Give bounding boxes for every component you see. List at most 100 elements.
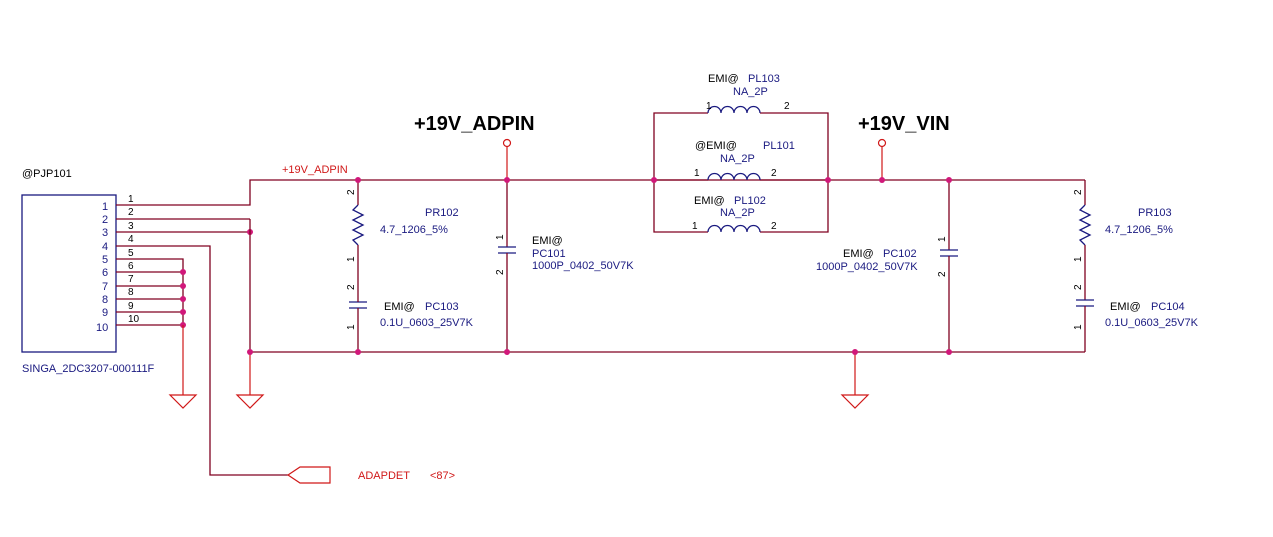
adpin-test-point <box>502 138 512 148</box>
pc103-value: 0.1U_0603_25V7K <box>380 317 474 329</box>
pc101-value: 1000P_0402_50V7K <box>532 260 634 272</box>
junction-dot <box>180 296 186 302</box>
junction-dot <box>946 349 952 355</box>
pin-number: 9 <box>102 307 108 319</box>
pl102-right-wire <box>760 180 829 233</box>
adapdet-page-ref: <87> <box>430 470 455 482</box>
pc101-pin-top: 1 <box>495 234 506 240</box>
pl102-pin1: 1 <box>692 221 698 232</box>
pc101-ref: PC101 <box>532 248 566 260</box>
vin-test-point <box>877 138 887 148</box>
rail-junctions <box>247 177 952 355</box>
pc102-ref: PC102 <box>883 248 917 260</box>
pc103-ref: PC103 <box>425 301 459 313</box>
pr103-resistor <box>1078 204 1092 246</box>
pc104-pin-top: 2 <box>1073 284 1084 290</box>
pr103-ref: PR103 <box>1138 207 1172 219</box>
pc101-pin-bottom: 2 <box>495 269 506 275</box>
pc104-prefix: EMI@ <box>1110 301 1141 313</box>
pc103-pin-bottom: 1 <box>346 324 357 330</box>
wire-pin4-adapdet <box>116 245 288 476</box>
net-label-adpin-wire: +19V_ADPIN <box>282 164 348 176</box>
junction-dot <box>852 349 858 355</box>
pin-number: 4 <box>102 241 108 253</box>
wire-number: 7 <box>128 274 134 285</box>
pc102-pin-bottom: 2 <box>937 271 948 277</box>
wire-number: 6 <box>128 261 134 272</box>
pr102-resistor <box>351 204 365 246</box>
pl102-pin2: 2 <box>771 221 777 232</box>
inductor-network-wires <box>653 112 829 233</box>
pl101-pin1: 1 <box>694 168 700 179</box>
pin-number: 5 <box>102 254 108 266</box>
junction-dot <box>247 349 253 355</box>
pr103-value: 4.7_1206_5% <box>1105 224 1173 236</box>
wire-number: 3 <box>128 221 134 232</box>
pin-number: 6 <box>102 267 108 279</box>
pin-number: 2 <box>102 214 108 226</box>
wire-pin5 <box>116 258 184 325</box>
connector-body <box>21 194 117 353</box>
pl102-left-wire <box>653 180 708 233</box>
pin-number: 10 <box>96 322 108 334</box>
pl103-value: NA_2P <box>733 86 768 98</box>
pl103-prefix: EMI@ <box>708 73 739 85</box>
connector-wires <box>116 179 358 476</box>
pc102-prefix: EMI@ <box>843 248 874 260</box>
junction-dot <box>180 309 186 315</box>
pc102-value: 1000P_0402_50V7K <box>816 261 918 273</box>
pl101-prefix: @EMI@ <box>695 140 737 152</box>
pin-number: 8 <box>102 294 108 306</box>
pc104-ref: PC104 <box>1151 301 1185 313</box>
pl103-right-wire <box>760 112 829 180</box>
connector-part-number: SINGA_2DC3207-000111F <box>22 363 155 375</box>
ground-symbol-mid <box>235 394 265 409</box>
wire-number: 1 <box>128 194 134 205</box>
pl102-value: NA_2P <box>720 207 755 219</box>
ground-symbol-right <box>840 394 870 409</box>
junction-dot <box>504 177 510 183</box>
pc103-prefix: EMI@ <box>384 301 415 313</box>
pr102-value: 4.7_1206_5% <box>380 224 448 236</box>
junction-dot <box>355 177 361 183</box>
adapdet-label: ADAPDET <box>358 470 410 482</box>
junction-dot <box>355 349 361 355</box>
pin-number: 7 <box>102 281 108 293</box>
pr103-pin-top: 2 <box>1073 189 1084 195</box>
connector-pin-numbers: 1 2 3 4 5 6 7 8 9 10 <box>96 201 108 334</box>
pr102-ref: PR102 <box>425 207 459 219</box>
pl103-pin2: 2 <box>784 101 790 112</box>
pl102-inductor <box>707 224 761 233</box>
net-label-adpin: +19V_ADPIN <box>414 113 535 135</box>
pin-number: 1 <box>102 201 108 213</box>
pl102-prefix: EMI@ <box>694 195 725 207</box>
wire-number: 4 <box>128 234 134 245</box>
pl102-ref: PL102 <box>734 195 766 207</box>
pc104-value: 0.1U_0603_25V7K <box>1105 317 1199 329</box>
pc104-pin-bottom: 1 <box>1073 324 1084 330</box>
adapdet-offpage-connector <box>286 466 331 484</box>
wire-number: 8 <box>128 287 134 298</box>
wire-number: 5 <box>128 248 134 259</box>
pl103-ref: PL103 <box>748 73 780 85</box>
pl103-left-wire <box>653 112 708 180</box>
junction-dot <box>879 177 885 183</box>
pr102-pin-top: 2 <box>346 189 357 195</box>
junction-dot <box>504 349 510 355</box>
pc102-pin-top: 1 <box>937 236 948 242</box>
pl101-pin2: 2 <box>771 168 777 179</box>
junction-dot <box>180 269 186 275</box>
pc101-prefix: EMI@ <box>532 235 563 247</box>
wire-number: 10 <box>128 314 140 325</box>
wire-number: 9 <box>128 301 134 312</box>
junction-dot <box>180 283 186 289</box>
connector-ref: @PJP101 <box>22 168 72 180</box>
net-label-vin: +19V_VIN <box>858 113 950 135</box>
pr102-pin-bottom: 1 <box>346 256 357 262</box>
pl101-value: NA_2P <box>720 153 755 165</box>
pc103-pin-top: 2 <box>346 284 357 290</box>
pin-number: 3 <box>102 227 108 239</box>
connector-junctions <box>180 229 253 328</box>
junction-dot <box>825 177 831 183</box>
